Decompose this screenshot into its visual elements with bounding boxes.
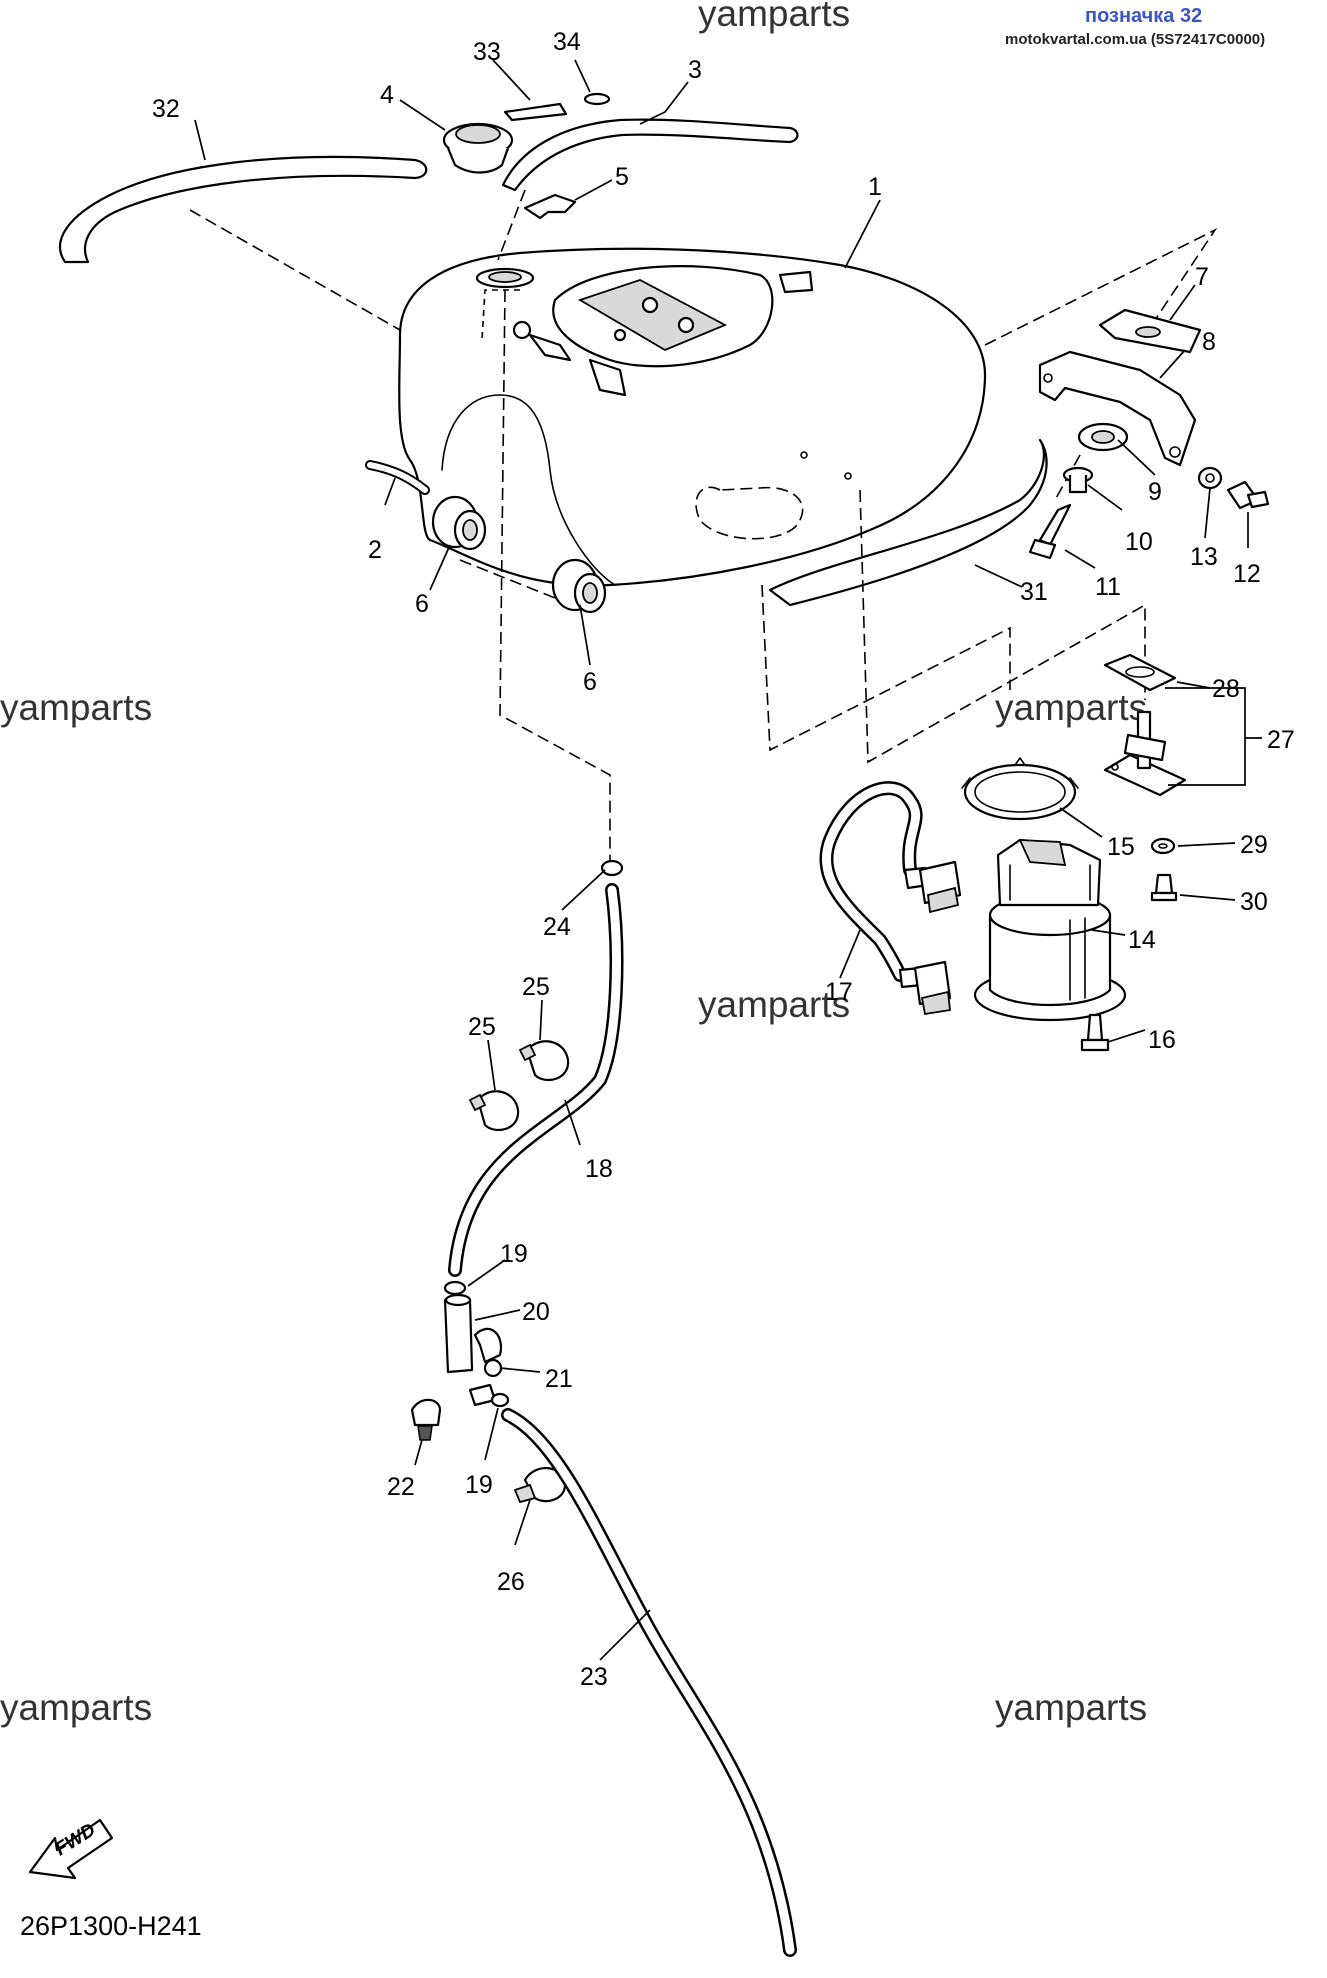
watermark: yamparts xyxy=(995,1687,1147,1728)
watermark: yamparts xyxy=(698,0,850,34)
callout-21: 21 xyxy=(545,1365,573,1393)
part-5-clip xyxy=(523,193,577,220)
callout-2: 2 xyxy=(368,536,382,564)
part-25-clamp xyxy=(468,1090,520,1132)
diagram-code: 26P1300-H241 xyxy=(20,1911,202,1941)
part-6-grommet xyxy=(431,495,487,551)
part-22-cap xyxy=(410,1398,442,1441)
callout-13: 13 xyxy=(1190,543,1218,571)
callout-6: 6 xyxy=(415,590,429,618)
callouts: 1 2 3 4 5 6 6 7 8 9 10 11 12 13 14 15 16… xyxy=(152,28,1295,1691)
callout-9: 9 xyxy=(1148,478,1162,506)
watermark: yamparts xyxy=(0,687,152,728)
part-6-grommet xyxy=(551,558,607,614)
callout-3: 3 xyxy=(688,56,702,84)
part-23-drain-hose xyxy=(501,1408,797,1957)
part-27-sender-unit xyxy=(1103,710,1187,797)
watermark: yamparts xyxy=(995,687,1147,728)
callout-17: 17 xyxy=(825,978,853,1006)
part-1-fuel-tank xyxy=(398,247,987,587)
part-18-hose xyxy=(448,883,624,1277)
part-11-bolt xyxy=(1028,503,1072,560)
part-19-clip xyxy=(443,1280,467,1296)
part-4-fuel-cap xyxy=(442,122,514,174)
callout-25-b: 25 xyxy=(468,1013,496,1041)
site-code: motokvartal.com.ua (5S72417C0000) xyxy=(1005,31,1265,48)
watermark: yamparts xyxy=(698,984,850,1025)
callout-12: 12 xyxy=(1233,560,1261,588)
part-10-collar xyxy=(1062,466,1094,494)
part-19-clip xyxy=(468,1383,510,1408)
part-21-clamp xyxy=(473,1327,503,1378)
part-28-gasket xyxy=(1103,653,1177,692)
part-27-bracket-lines xyxy=(1165,687,1262,786)
callout-1: 1 xyxy=(868,173,882,201)
part-33-decal xyxy=(503,102,568,122)
callout-25: 25 xyxy=(522,973,550,1001)
callout-20: 20 xyxy=(522,1298,550,1326)
callout-7: 7 xyxy=(1195,263,1209,291)
callout-4: 4 xyxy=(380,81,394,109)
part-12-bolt xyxy=(1226,480,1270,510)
part-32-side-trim xyxy=(59,155,428,264)
callout-28: 28 xyxy=(1212,675,1240,703)
callout-32: 32 xyxy=(152,95,180,123)
callout-11: 11 xyxy=(1095,573,1121,601)
callout-16: 16 xyxy=(1148,1026,1176,1054)
callout-29: 29 xyxy=(1240,831,1268,859)
part-30-screw xyxy=(1150,873,1178,902)
watermark: yamparts xyxy=(0,1687,152,1728)
part-20-fitting xyxy=(443,1293,474,1374)
forward-arrow-icon: FWD xyxy=(28,1818,114,1880)
reference-label[interactable]: позначка 32 xyxy=(1085,5,1202,27)
part-24-clip xyxy=(600,859,624,877)
callout-26: 26 xyxy=(497,1568,525,1596)
part-25-clamp xyxy=(518,1040,570,1082)
part-13-washer xyxy=(1197,466,1223,490)
callout-5: 5 xyxy=(615,163,629,191)
callout-8: 8 xyxy=(1202,328,1216,356)
callout-27: 27 xyxy=(1267,726,1295,754)
callout-23: 23 xyxy=(580,1663,608,1691)
part-9-damper-ring xyxy=(1077,422,1129,452)
part-2-hose xyxy=(365,460,430,495)
callout-18: 18 xyxy=(585,1155,613,1183)
callout-19: 19 xyxy=(500,1240,528,1268)
part-15-gasket xyxy=(961,757,1079,821)
callout-24: 24 xyxy=(543,913,571,941)
callout-31: 31 xyxy=(1020,578,1048,606)
part-7-damper xyxy=(1098,308,1202,354)
part-34-decal xyxy=(583,92,611,106)
callout-30: 30 xyxy=(1240,888,1268,916)
callout-19-b: 19 xyxy=(465,1471,493,1499)
part-31-lower-trim xyxy=(768,438,1048,607)
callout-15: 15 xyxy=(1107,833,1135,861)
part-3-top-trim xyxy=(501,118,799,192)
part-16-screw xyxy=(1080,1013,1110,1052)
callout-22: 22 xyxy=(387,1473,415,1501)
part-29-washer xyxy=(1150,837,1176,855)
part-14-fuel-pump xyxy=(973,838,1127,1022)
part-8-bracket xyxy=(1038,350,1197,467)
callout-6-b: 6 xyxy=(583,668,597,696)
callout-14: 14 xyxy=(1128,926,1156,954)
callout-10: 10 xyxy=(1125,528,1153,556)
part-26-clamp xyxy=(513,1467,567,1504)
leader-lines xyxy=(194,59,1249,1661)
callout-34: 34 xyxy=(553,28,581,56)
callout-33: 33 xyxy=(473,38,501,66)
part-17-fuel-hose xyxy=(819,781,962,1016)
